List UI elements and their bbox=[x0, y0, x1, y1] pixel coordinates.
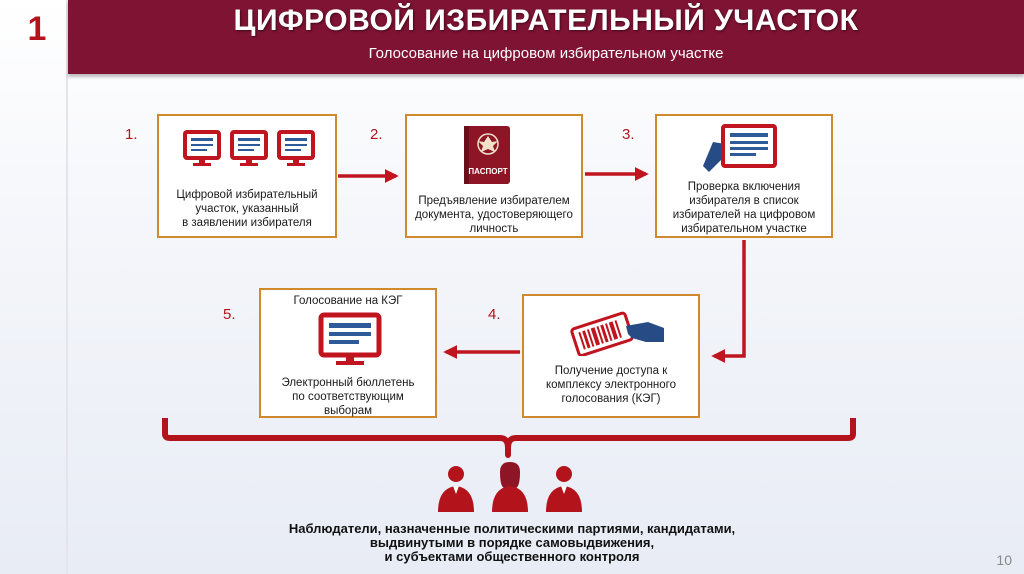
step-2-number: 2. bbox=[370, 126, 383, 143]
step-4-line-1: Получение доступа к bbox=[554, 365, 668, 377]
voter-list-icon bbox=[703, 124, 777, 172]
step-5-line-1: Электронный бюллетень bbox=[281, 377, 415, 389]
step-5-box: Голосование на КЭГ Электронный бюллетень… bbox=[259, 288, 437, 418]
step-3-box: Проверка включения избирателя в список и… bbox=[655, 114, 833, 238]
step-5-text: Электронный бюллетень по соответствующим… bbox=[261, 376, 435, 418]
step-1-line-2: участок, указанный bbox=[195, 203, 299, 215]
header-banner: ЦИФРОВОЙ ИЗБИРАТЕЛЬНЫЙ УЧАСТОК Голосован… bbox=[68, 0, 1024, 74]
step-2-line-2: документа, удостоверяющего bbox=[415, 209, 573, 221]
monitor-icon bbox=[318, 312, 382, 365]
observers-line-1: Наблюдатели, назначенные политическими п… bbox=[288, 521, 736, 536]
sidebar-divider bbox=[66, 0, 68, 574]
monitors-icon bbox=[183, 130, 315, 166]
step-3-line-3: избирателей на цифровом bbox=[672, 209, 816, 221]
page-title: ЦИФРОВОЙ ИЗБИРАТЕЛЬНЫЙ УЧАСТОК bbox=[233, 4, 859, 37]
step-2-box: ПАСПОРТ Предъявление избирателем докумен… bbox=[405, 114, 583, 238]
step-1-text: Цифровой избирательный участок, указанны… bbox=[159, 188, 335, 230]
passport-icon: ПАСПОРТ bbox=[464, 126, 510, 184]
step-4-text: Получение доступа к комплексу электронно… bbox=[524, 364, 698, 406]
step-4-line-3: голосования (КЭГ) bbox=[561, 393, 661, 405]
access-card-icon bbox=[570, 311, 664, 356]
page-subtitle: Голосование на цифровом избирательном уч… bbox=[368, 45, 724, 62]
observers-text: Наблюдатели, назначенные политическими п… bbox=[212, 522, 812, 564]
step-2-line-1: Предъявление избирателем bbox=[418, 195, 570, 207]
step-1-line-3: в заявлении избирателя bbox=[182, 217, 312, 229]
step-5-title: Голосование на КЭГ bbox=[293, 295, 403, 307]
observers-brace bbox=[162, 418, 856, 458]
step-3-line-1: Проверка включения bbox=[687, 181, 801, 193]
step-3-text: Проверка включения избирателя в список и… bbox=[657, 180, 831, 236]
step-4-number: 4. bbox=[488, 306, 501, 323]
people-icon bbox=[438, 462, 582, 512]
page-number: 10 bbox=[996, 552, 1012, 568]
step-5-line-2: по соответствующим bbox=[292, 391, 404, 403]
slide-number: 1 bbox=[27, 10, 47, 48]
passport-label: ПАСПОРТ bbox=[468, 167, 507, 176]
step-4-box: Получение доступа к комплексу электронно… bbox=[522, 294, 700, 418]
arrow-3-to-4 bbox=[711, 240, 746, 363]
step-3-line-4: избирательном участке bbox=[681, 223, 807, 235]
step-2-line-3: личность bbox=[469, 223, 519, 235]
step-3-line-2: избирателя в список bbox=[689, 195, 799, 207]
step-4-line-2: комплексу электронного bbox=[545, 379, 677, 391]
observers-line-2: выдвинутыми в порядке самовыдвижения, bbox=[369, 535, 655, 550]
step-2-text: Предъявление избирателем документа, удос… bbox=[407, 194, 581, 236]
step-1-number: 1. bbox=[125, 126, 138, 143]
step-5-line-3: выборам bbox=[323, 405, 373, 417]
step-3-number: 3. bbox=[622, 126, 635, 143]
step-1-box: Цифровой избирательный участок, указанны… bbox=[157, 114, 337, 238]
observers-line-3: и субъектами общественного контроля bbox=[384, 549, 640, 564]
step-5-number: 5. bbox=[223, 306, 236, 323]
step-1-line-1: Цифровой избирательный bbox=[176, 189, 318, 201]
